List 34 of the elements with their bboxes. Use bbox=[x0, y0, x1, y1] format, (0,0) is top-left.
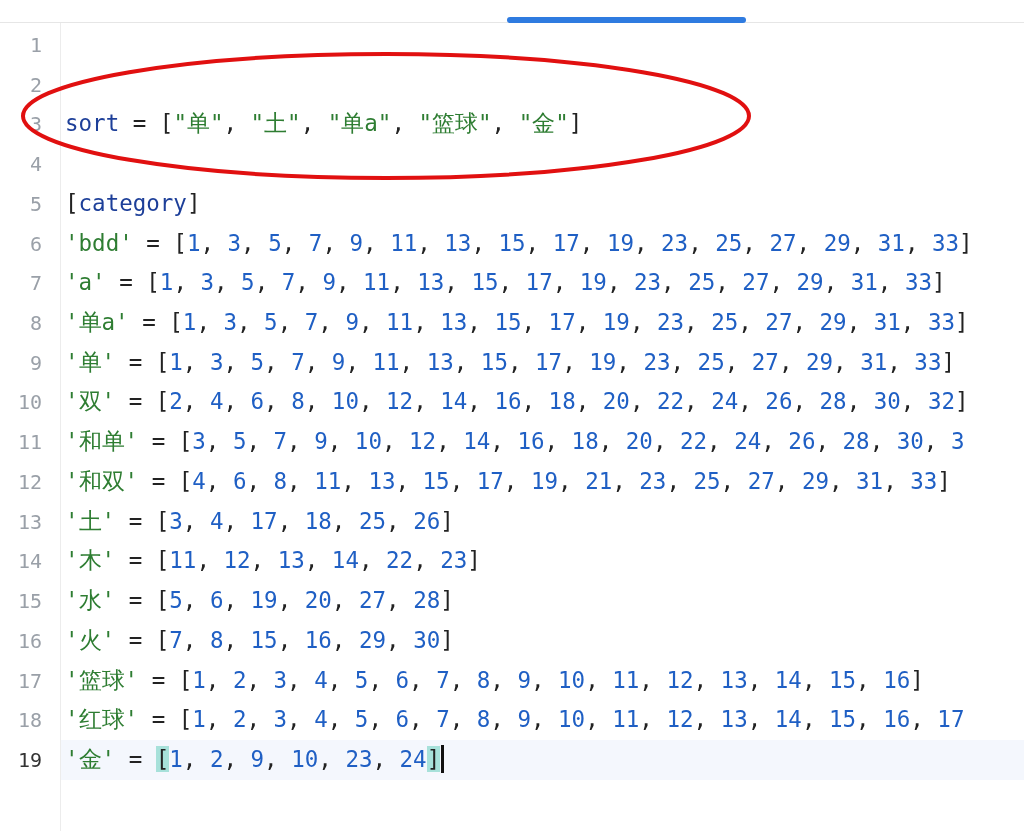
code-line: '篮球' = [1, 2, 3, 4, 5, 6, 7, 8, 9, 10, 11, 12, 13, 14, 15, 16] bbox=[65, 665, 924, 695]
line-number: 11 bbox=[16, 429, 42, 457]
line-number: 6 bbox=[28, 230, 42, 258]
code-line: '单a' = [1, 3, 5, 7, 9, 11, 13, 15, 17, 19, 23, 25, 27, 29, 31, 33] bbox=[65, 308, 969, 338]
code-line: sort = ["单", "土", "单a", "篮球", "金"] bbox=[65, 109, 583, 139]
code-line: '金' = [1, 2, 9, 10, 23, 24] bbox=[65, 744, 441, 774]
line-number: 7 bbox=[28, 270, 42, 298]
line-number: 16 bbox=[16, 627, 42, 655]
line-number: 10 bbox=[16, 389, 42, 417]
line-number: 19 bbox=[16, 746, 42, 774]
line-number: 8 bbox=[28, 310, 42, 338]
code-line: '红球' = [1, 2, 3, 4, 5, 6, 7, 8, 9, 10, 11, 12, 13, 14, 15, 16, 17 bbox=[65, 705, 965, 735]
code-line: '火' = [7, 8, 15, 16, 29, 30] bbox=[65, 625, 454, 655]
code-line: '单' = [1, 3, 5, 7, 9, 11, 13, 15, 17, 19, 23, 25, 27, 29, 31, 33] bbox=[65, 347, 955, 377]
line-number: 9 bbox=[28, 349, 42, 377]
code-line: '木' = [11, 12, 13, 14, 22, 23] bbox=[65, 546, 481, 576]
line-number: 17 bbox=[16, 667, 42, 695]
code-line: '水' = [5, 6, 19, 20, 27, 28] bbox=[65, 586, 454, 616]
code-line: '和双' = [4, 6, 8, 11, 13, 15, 17, 19, 21, 23, 25, 27, 29, 31, 33] bbox=[65, 466, 951, 496]
line-number: 13 bbox=[16, 508, 42, 536]
code-line: '和单' = [3, 5, 7, 9, 10, 12, 14, 16, 18, 20, 22, 24, 26, 28, 30, 3 bbox=[65, 427, 965, 457]
line-number: 15 bbox=[16, 588, 42, 616]
code-line: '土' = [3, 4, 17, 18, 25, 26] bbox=[65, 506, 454, 536]
line-number: 14 bbox=[16, 548, 42, 576]
line-number: 5 bbox=[28, 190, 42, 218]
line-number: 18 bbox=[16, 707, 42, 735]
line-number: 4 bbox=[28, 151, 42, 179]
line-number: 12 bbox=[16, 468, 42, 496]
code-line: 'a' = [1, 3, 5, 7, 9, 11, 13, 15, 17, 19, 23, 25, 27, 29, 31, 33] bbox=[65, 268, 946, 298]
line-number: 2 bbox=[28, 71, 42, 99]
code-line: 'bdd' = [1, 3, 5, 7, 9, 11, 13, 15, 17, 19, 23, 25, 27, 29, 31, 33] bbox=[65, 228, 973, 258]
code-line: [category] bbox=[65, 188, 201, 218]
line-number: 1 bbox=[28, 32, 42, 59]
code-line: '双' = [2, 4, 6, 8, 10, 12, 14, 16, 18, 20, 22, 24, 26, 28, 30, 32] bbox=[65, 387, 969, 417]
